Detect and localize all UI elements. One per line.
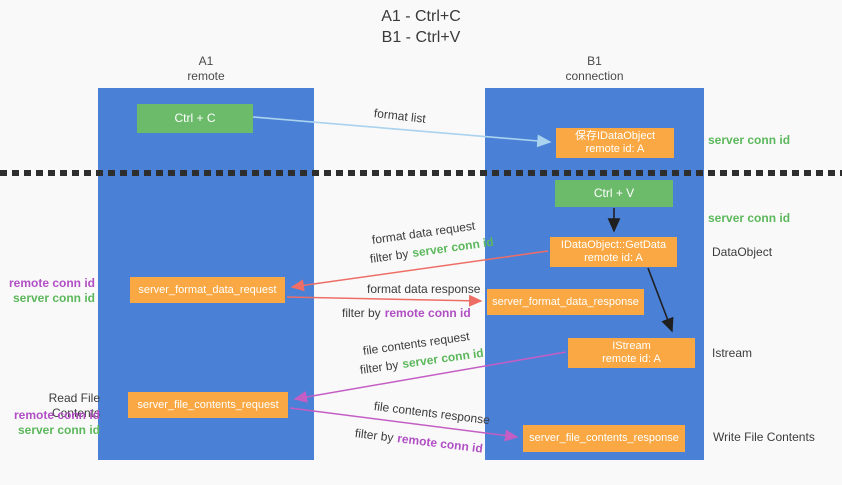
label-write-file-contents: Write File Contents: [713, 430, 815, 444]
ctrl-v-label: Ctrl + V: [593, 186, 635, 200]
getdata-line2: remote id: A: [584, 252, 643, 264]
filter-by-text: filter by: [359, 357, 400, 377]
save-idataobject-line1: 保存IDataObject: [574, 130, 656, 142]
label-format-list: format list: [373, 106, 427, 126]
format-request-label: server_format_data_request: [138, 283, 277, 296]
remote-conn-id-text: remote conn id: [396, 431, 484, 456]
getdata-line1: IDataObject::GetData: [560, 239, 667, 251]
file-request-box: server_file_contents_request: [128, 392, 288, 418]
lane-a-header: A1 remote: [98, 54, 314, 84]
label-server-conn-id-right-2: server conn id: [708, 211, 791, 225]
ctrl-c-box: Ctrl + C: [137, 104, 253, 133]
format-request-box: server_format_data_request: [130, 277, 285, 303]
file-response-box: server_file_contents_response: [523, 425, 685, 452]
file-response-label: server_file_contents_response: [529, 432, 679, 444]
format-response-label: server_format_data_response: [492, 295, 639, 308]
filter-by-text: filter by: [342, 306, 381, 320]
istream-box: IStream remote id: A: [568, 338, 695, 368]
label-server-conn-id-left-2: server conn id: [17, 423, 100, 437]
label-dataobject: DataObject: [712, 245, 773, 259]
filter-by-text: filter by: [369, 246, 410, 266]
label-server-conn-id-right-1: server conn id: [708, 133, 791, 147]
dotted-divider-line: [0, 170, 842, 176]
lane-b-label: connection: [565, 69, 624, 83]
diagram-title: A1 - Ctrl+C B1 - Ctrl+V: [0, 6, 842, 48]
label-format-data-response: format data response: [367, 282, 481, 296]
left-conn-id-group-1: remote conn id server conn id: [0, 276, 95, 306]
save-idataobject-line2: remote id: A: [585, 143, 645, 155]
format-response-box: server_format_data_response: [487, 289, 644, 315]
save-idataobject-box: 保存IDataObject remote id: A: [556, 128, 674, 158]
ctrl-v-box: Ctrl + V: [555, 180, 673, 207]
label-file-contents-response: file contents response: [373, 399, 491, 428]
label-istream: Istream: [712, 346, 753, 360]
lane-a-id: A1: [198, 54, 214, 68]
lane-b-header: B1 connection: [485, 54, 704, 84]
left-conn-id-group-2: remote conn id server conn id: [0, 408, 100, 438]
file-request-label: server_file_contents_request: [137, 398, 279, 411]
label-read-file-contents: Read File Contents: [48, 391, 100, 420]
arrow-format-data-response: [286, 294, 483, 307]
title-line-1: A1 - Ctrl+C: [381, 8, 461, 25]
lane-a-label: remote: [187, 69, 225, 83]
istream-line1: IStream: [612, 340, 651, 352]
label-server-conn-id-left-1: server conn id: [12, 291, 95, 305]
lane-b-id: B1: [587, 54, 602, 68]
istream-line2: remote id: A: [602, 353, 661, 365]
title-line-2: B1 - Ctrl+V: [381, 29, 461, 46]
filter-by-text: filter by: [354, 426, 395, 445]
remote-conn-id-text: remote conn id: [384, 306, 471, 320]
getdata-box: IDataObject::GetData remote id: A: [550, 237, 677, 267]
label-remote-conn-id-left-2: remote conn id: [13, 408, 100, 422]
ctrl-c-label: Ctrl + C: [174, 111, 216, 125]
label-remote-conn-id-left-1: remote conn id: [8, 276, 95, 290]
